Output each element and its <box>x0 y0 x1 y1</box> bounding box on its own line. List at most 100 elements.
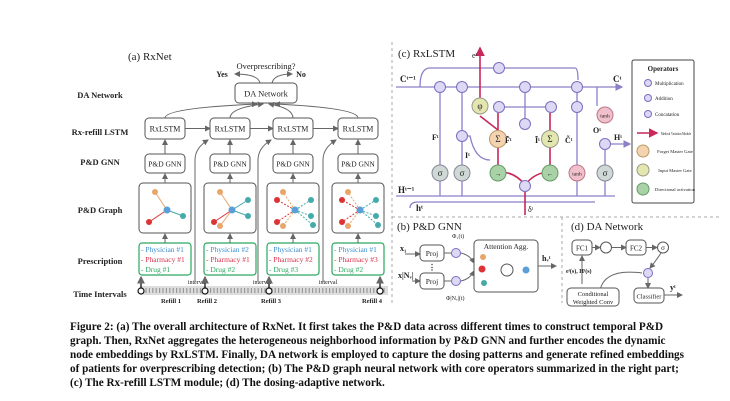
pharmacy-icon <box>478 265 486 273</box>
prescription-physician: - Physician #1 <box>141 245 184 254</box>
add-operators <box>456 81 583 113</box>
da-network-label: DA Network <box>244 89 288 99</box>
sigma-gate: σ <box>603 168 608 178</box>
directional-activation-right: → <box>495 170 502 178</box>
graph-node <box>211 219 217 225</box>
interval-label: interval <box>188 280 207 286</box>
figure-caption: Figure 2: (a) The overall architecture o… <box>70 320 718 390</box>
graph-node <box>280 189 286 195</box>
prescription-physician: - Physician #2 <box>206 245 249 254</box>
graph-node <box>217 189 223 195</box>
refill-label: Refill 3 <box>261 298 282 305</box>
rxlstm-label: RxLSTM <box>278 125 309 134</box>
prescription-drug: - Drug #1 <box>141 265 170 274</box>
graph-node <box>274 219 280 225</box>
graph-node <box>146 219 152 225</box>
legend-multiplication: Multiplication <box>655 82 684 87</box>
graph-node <box>373 197 379 203</box>
panel-b-title: (b) P&D GNN <box>397 221 462 233</box>
row-label-rx-refill-lstm: Rx-refill LSTM <box>72 127 129 137</box>
f-t-label: Fᵗ <box>432 133 439 142</box>
prescription-drug: - Drug #2 <box>206 265 235 274</box>
sigma-gate: σ <box>460 168 465 178</box>
prescription-pharmacy: - Pharmacy #1 <box>141 255 185 264</box>
row-label-prescription: Prescription <box>78 256 123 266</box>
legend-addition: Addition <box>655 97 673 102</box>
proj-box-1: Proj <box>426 249 439 258</box>
rxlstm-label: RxLSTM <box>150 125 181 134</box>
caption-line: of patients for overprescribing detectio… <box>70 363 679 375</box>
interval-label: interval <box>253 280 272 286</box>
directional-activation-left: ← <box>547 170 554 178</box>
graph-node <box>339 197 345 203</box>
panel-a-title: (a) RxNet <box>128 51 172 63</box>
phi-node: φ <box>477 101 482 111</box>
graph-node <box>245 197 251 203</box>
graph-node <box>339 219 345 225</box>
c-prev-label: Cᵗ⁻¹ <box>400 74 416 84</box>
conv-label-2: Weighted Conv <box>573 299 614 306</box>
legend-forget-master-gate: Forget Master Gate <box>657 149 693 154</box>
f-tilde-label: F̃ᵗ <box>505 135 512 145</box>
yes-label: Yes <box>216 70 228 79</box>
refill-time-marker <box>265 287 273 295</box>
graph-node <box>245 213 251 219</box>
graph-node <box>373 213 379 219</box>
pd-gnn-label: P&D GNN <box>276 160 310 169</box>
refill-label: Refill 4 <box>362 298 383 305</box>
row-labels: DA Network Rx-refill LSTM P&D GNN P&D Gr… <box>72 90 129 299</box>
patient-node <box>291 206 299 214</box>
attention-agg-label: Attention Agg. <box>484 242 529 251</box>
graph-node <box>308 213 314 219</box>
h-v-output: hᵥᵗ <box>542 254 551 263</box>
legend-concatation: Concatation <box>655 113 680 118</box>
caption-line: Figure 2: (a) The overall architecture o… <box>70 321 664 333</box>
graph-node <box>310 222 316 228</box>
phin-label: Φ|Nᵥ|(t) <box>446 295 465 302</box>
multiply-operators <box>434 62 611 150</box>
forget-master-gate: Σ <box>495 134 500 144</box>
row-label-pd-gnn: P&D GNN <box>80 157 120 167</box>
fc2-box: FC2 <box>630 245 643 253</box>
overprescribing-question: Overprescribing? <box>236 61 295 71</box>
panel-c-rxlstm: (c) RxLSTM Cᵗ⁻¹ Cᵗ eᵗ Hᵗ⁻¹ hᵗ δᵗ <box>396 46 696 215</box>
da-input-label: eᵗ(s), Hᵗ(s) <box>566 268 592 275</box>
activation-node <box>500 263 514 277</box>
prescription-pharmacy: - Pharmacy #3 <box>334 255 378 264</box>
tanh-node: tanh <box>572 172 582 178</box>
row-label-time-intervals: Time Intervals <box>73 289 127 299</box>
caption-line: (c) The Rx-refill LSTM module; (d) The d… <box>70 377 385 389</box>
multiply-operator <box>643 268 653 278</box>
pd-gnn-label: P&D GNN <box>213 160 247 169</box>
da-network-box <box>234 82 298 104</box>
sigma-gate: σ <box>438 168 443 178</box>
xn-label: x|Nᵥ| <box>398 271 414 280</box>
rxlstm-label: RxLSTM <box>343 125 374 134</box>
refill-time-marker <box>376 287 384 295</box>
caption-line: graph. Then, RxNet aggregates the hetero… <box>70 335 666 347</box>
graph-node <box>180 213 186 219</box>
tanh-node: tanh <box>600 114 610 120</box>
fc1-box: FC1 <box>576 245 589 253</box>
activation-node <box>600 241 612 254</box>
conv-label-1: Conditional <box>578 291 609 298</box>
legend-directional-activation: Directional activation <box>655 187 696 192</box>
panel-a-rxnet: (a) RxNet Overprescribing? Yes No DA Net… <box>72 51 388 305</box>
caption-line: node embeddings by RxLSTM. Finally, DA n… <box>70 349 685 361</box>
pd-gnn-label: P&D GNN <box>148 160 182 169</box>
panel-c-title: (c) RxLSTM <box>398 48 455 60</box>
h-prev-label: Hᵗ⁻¹ <box>398 185 415 195</box>
h-t-label: hᵗ <box>416 203 423 213</box>
legend-input-master-gate: Input Master Gate <box>658 168 691 173</box>
panel-d-da-network: (d) DA Network FC1 FC2 σ eᵗ(s), Hᵗ(s) Co… <box>566 221 683 307</box>
legend-title: Operators <box>648 65 679 73</box>
patient-node <box>163 206 171 214</box>
prescription-pharmacy: - Pharmacy #1 <box>206 255 250 264</box>
prescription-drug: - Drug #3 <box>269 265 298 274</box>
input-master-gate: Σ <box>547 134 552 144</box>
y-output: yᵗ <box>670 283 676 292</box>
